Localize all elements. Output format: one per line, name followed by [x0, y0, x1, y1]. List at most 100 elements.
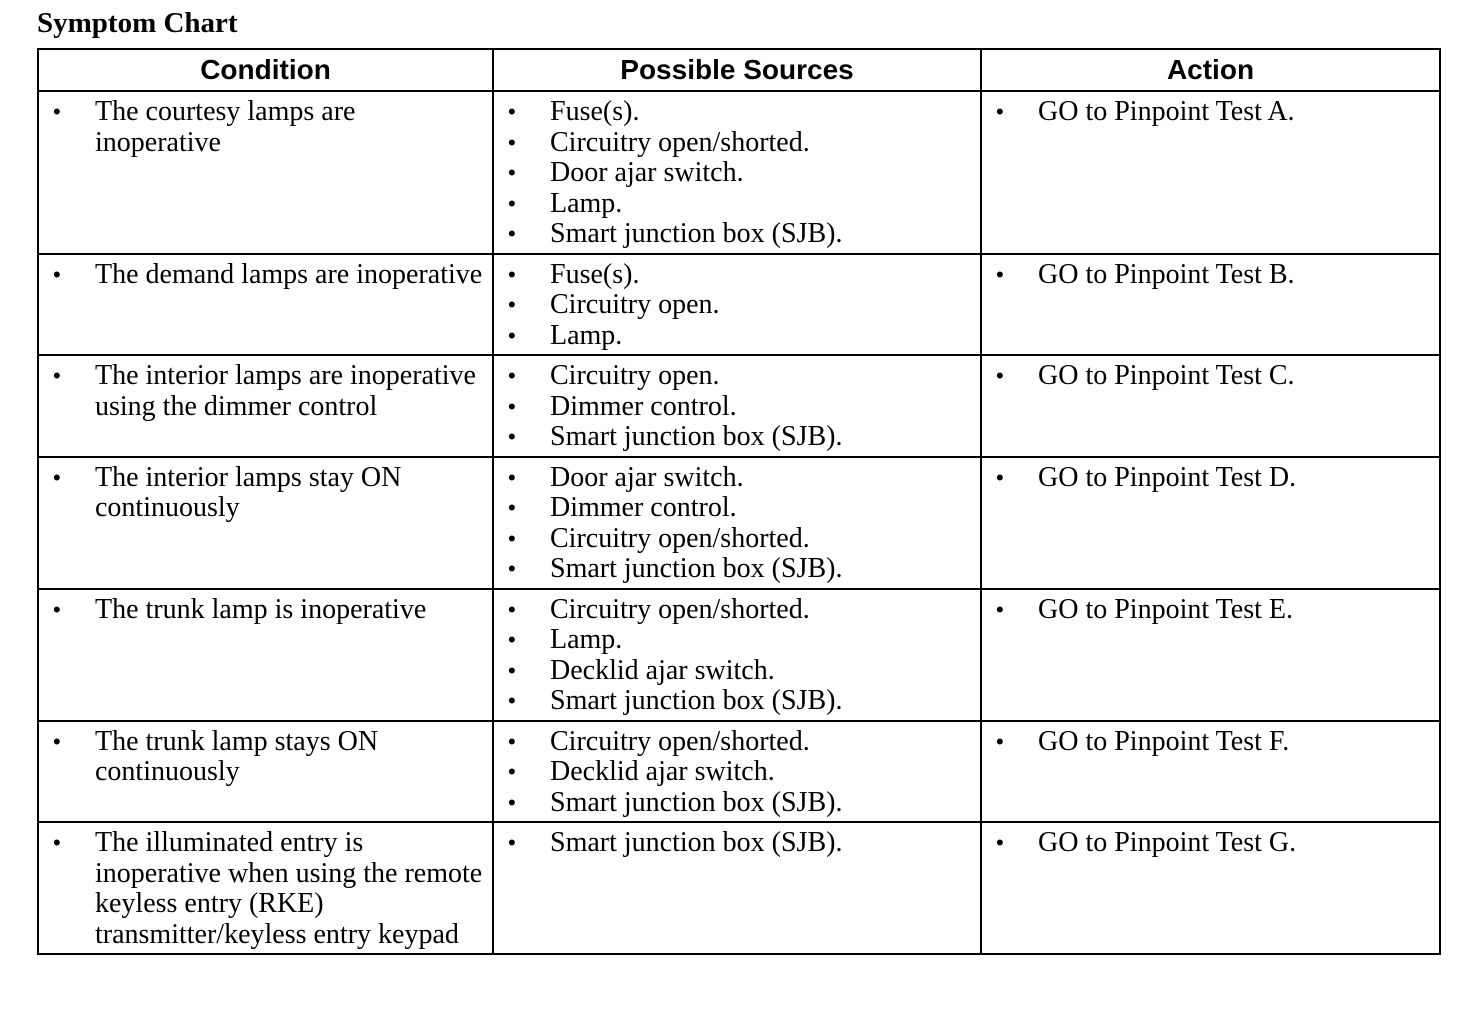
source-item: •Decklid ajar switch.	[494, 655, 972, 687]
bullet-icon: •	[53, 596, 61, 622]
condition-item-text: The interior lamps stay ON continuously	[95, 461, 402, 523]
condition-item-text: The courtesy lamps are inoperative	[95, 96, 356, 158]
possible-sources-cell: •Circuitry open.•Dimmer control.•Smart j…	[492, 354, 982, 458]
header-action: Action	[980, 48, 1441, 92]
bullet-icon: •	[508, 160, 516, 185]
action-cell: • GO to Pinpoint Test D.	[980, 455, 1441, 590]
condition-item-text: The interior lamps are inoperative using…	[95, 360, 476, 422]
condition-item: •The interior lamps stay ON continuously	[39, 461, 484, 524]
source-item-text: Smart junction box (SJB).	[550, 421, 843, 452]
header-possible-sources: Possible Sources	[492, 48, 982, 92]
source-item: •Smart junction box (SJB).	[494, 787, 972, 819]
table-row: •The interior lamps stay ON continuously…	[37, 455, 1441, 590]
source-item-text: Lamp.	[550, 624, 623, 655]
source-item-text: Decklid ajar switch.	[550, 756, 775, 787]
source-item-text: Circuitry open.	[550, 289, 720, 320]
condition-item-text: The trunk lamp is inoperative	[95, 593, 427, 625]
action-cell: •GO to Pinpoint Test A.	[980, 90, 1441, 255]
table-row: •The courtesy lamps are inoperative•Fuse…	[37, 90, 1441, 255]
header-row: Condition Possible Sources Action	[37, 48, 1441, 92]
source-item: • Circuitry open.	[494, 289, 972, 321]
source-item: •Circuitry open/shorted.	[494, 594, 972, 626]
source-item-text: Circuitry open/shorted.	[550, 522, 810, 554]
condition-cell: • The trunk lamp is inoperative	[37, 587, 494, 722]
bullet-icon: •	[508, 556, 516, 581]
bullet-icon: •	[508, 190, 516, 216]
header-condition: Condition	[37, 48, 494, 92]
bullet-icon: •	[508, 261, 516, 287]
bullet-icon: •	[508, 292, 516, 317]
condition-item-text: The trunk lamp stays ON continuously	[95, 725, 379, 787]
bullet-icon: •	[996, 464, 1004, 490]
bullet-icon: •	[53, 728, 61, 754]
source-item: •Circuitry open/shorted.	[494, 126, 972, 159]
source-item: • Dimmer control.	[494, 492, 972, 524]
condition-cell: •The interior lamps stay ON continuously	[37, 455, 494, 590]
table-body: •The courtesy lamps are inoperative•Fuse…	[37, 90, 1441, 955]
action-item-text: GO to Pinpoint Test A.	[1038, 96, 1295, 127]
condition-item-text: The demand lamps are inoperative	[95, 258, 483, 290]
condition-item-text: The illuminated entry is inoperative whe…	[95, 827, 483, 950]
action-cell: •GO to Pinpoint Test B.	[980, 252, 1441, 356]
source-item-text: Smart junction box (SJB).	[550, 827, 843, 858]
source-item-text: Circuitry open/shorted.	[550, 126, 810, 158]
action-item: •GO to Pinpoint Test C.	[982, 360, 1431, 392]
condition-item: • The trunk lamp is inoperative	[39, 593, 484, 626]
action-item: • GO to Pinpoint Test D.	[982, 461, 1431, 494]
condition-item: •The interior lamps are inoperative usin…	[39, 360, 484, 422]
bullet-icon: •	[508, 495, 516, 520]
bullet-icon: •	[508, 596, 516, 622]
source-item: •Circuitry open.	[494, 360, 972, 392]
action-item-text: GO to Pinpoint Test D.	[1038, 461, 1297, 493]
source-item: •Lamp.	[494, 319, 972, 352]
table-row: • The demand lamps are inoperative •Fuse(s…	[37, 252, 1441, 356]
bullet-icon: •	[508, 759, 516, 784]
bullet-icon: •	[996, 596, 1004, 622]
source-item: •Fuse(s).	[494, 259, 972, 291]
bullet-icon: •	[508, 221, 516, 246]
possible-sources-cell: • Circuitry open/shorted. • Decklid ajar sw…	[492, 719, 982, 823]
source-item-text: Door ajar switch.	[550, 157, 744, 188]
action-item-text: GO to Pinpoint Test E.	[1038, 593, 1293, 625]
action-cell: •GO to Pinpoint Test G.	[980, 821, 1441, 955]
source-item: •Lamp.	[494, 188, 972, 220]
source-item: • Door ajar switch.	[494, 461, 972, 494]
possible-sources-cell: •Smart junction box (SJB).	[492, 821, 982, 955]
source-item-text: Smart junction box (SJB).	[550, 218, 843, 249]
source-item-text: Circuitry open/shorted.	[550, 725, 810, 757]
bullet-icon: •	[508, 789, 516, 815]
condition-cell: •The interior lamps are inoperative usin…	[37, 354, 494, 458]
symptom-chart-table: Condition Possible Sources Action •The c…	[37, 48, 1441, 955]
table-row: • The interior lamps are inoperative usin…	[37, 354, 1441, 458]
possible-sources-cell: •Fuse(s).•Circuitry open.•Lamp.	[492, 252, 982, 356]
source-item: • Smart junction box (SJB).	[494, 421, 972, 453]
condition-cell: • The illuminated entry is inoperative wh…	[37, 821, 494, 955]
chart-title: Symptom Chart	[37, 7, 238, 39]
source-item: • Smart junction box (SJB).	[494, 218, 972, 250]
bullet-icon: •	[508, 657, 516, 683]
table-row: • The trunk lamp is inoperative •Circuitry…	[37, 587, 1441, 722]
source-item: •Smart junction box (SJB).	[494, 553, 972, 585]
bullet-icon: •	[996, 363, 1004, 388]
source-item-text: Circuitry open.	[550, 360, 720, 391]
bullet-icon: •	[508, 627, 516, 652]
source-item: •Smart junction box (SJB).	[494, 685, 972, 717]
bullet-icon: •	[508, 688, 516, 713]
action-item: •GO to Pinpoint Test B.	[982, 259, 1431, 291]
bullet-icon: •	[508, 424, 516, 449]
bullet-icon: •	[508, 464, 516, 490]
bullet-icon: •	[508, 728, 516, 754]
bullet-icon: •	[53, 830, 61, 855]
action-item-text: GO to Pinpoint Test G.	[1038, 827, 1297, 858]
source-item-text: Lamp.	[550, 319, 623, 351]
condition-cell: •The courtesy lamps are inoperative	[37, 90, 494, 255]
bullet-icon: •	[996, 261, 1004, 287]
action-item-text: GO to Pinpoint Test F.	[1038, 725, 1290, 757]
source-item: • Door ajar switch.	[494, 157, 972, 189]
bullet-icon: •	[53, 261, 61, 287]
source-item-text: Door ajar switch.	[550, 461, 744, 493]
source-item-text: Dimmer control.	[550, 492, 737, 523]
condition-cell: • The trunk lamp stays ON continuously	[37, 719, 494, 823]
action-item: •GO to Pinpoint Test F.	[982, 725, 1431, 758]
source-item: • Lamp.	[494, 624, 972, 656]
